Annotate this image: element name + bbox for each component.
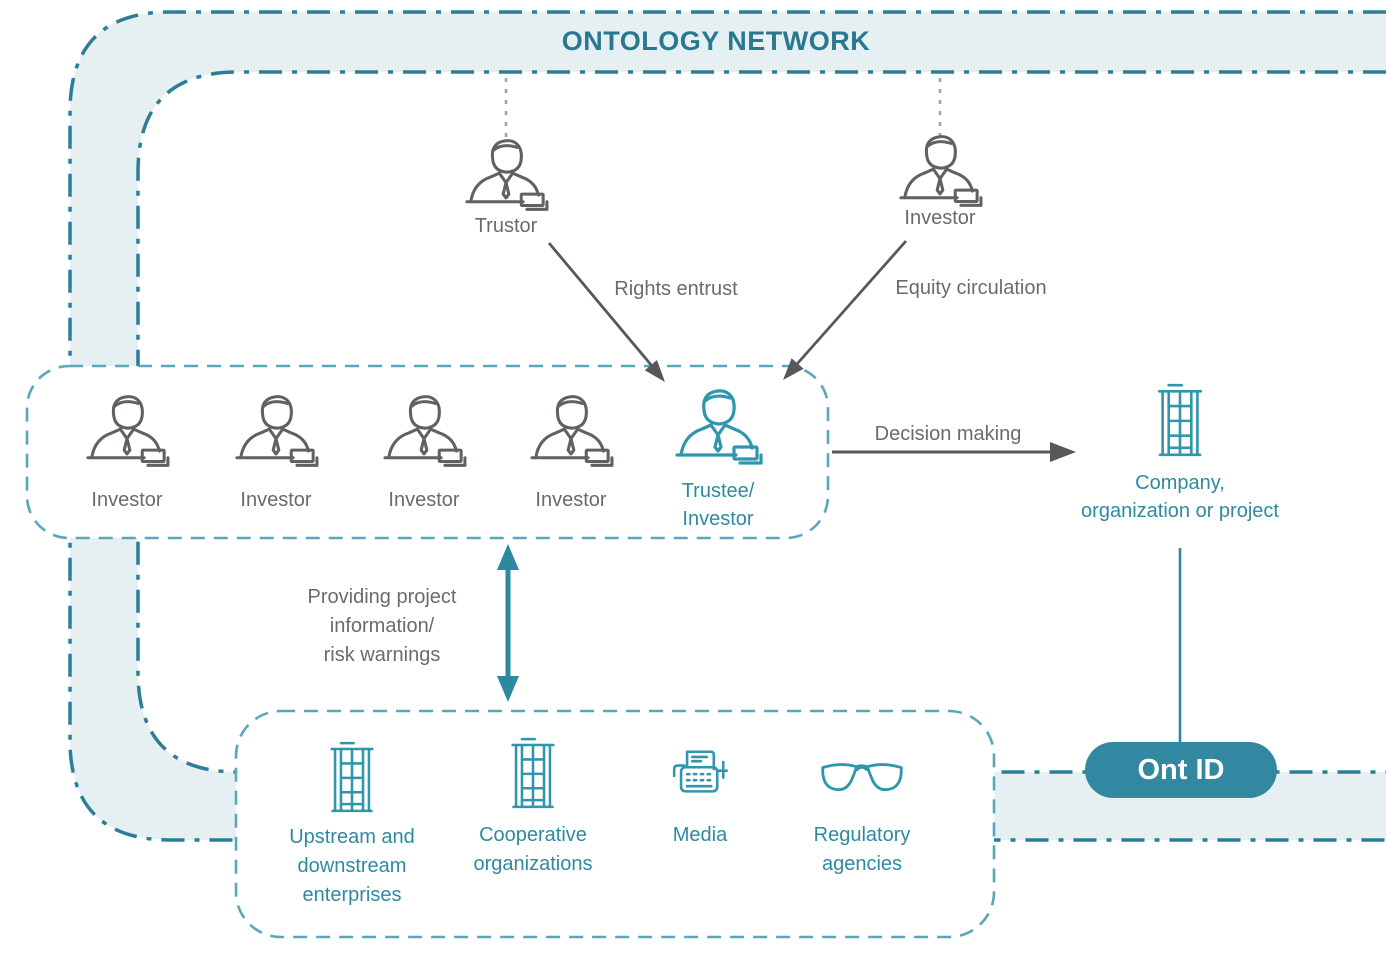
person-icon — [458, 136, 554, 216]
investor-label: Investor — [240, 489, 312, 511]
cooperative-organizations-label: Cooperative organizations — [473, 824, 593, 875]
decision-making-arrow — [832, 442, 1076, 462]
regulatory-agencies-label: Regulatory agencies — [813, 824, 911, 875]
person-icon — [79, 392, 175, 472]
typewriter-icon — [669, 744, 731, 806]
equity-circulation-label: Equity circulation — [895, 277, 1047, 299]
investor-label: Investor — [91, 489, 163, 511]
building-icon — [1149, 380, 1211, 460]
rights-entrust-arrow — [547, 242, 665, 382]
person-icon — [668, 386, 768, 470]
page-title: ONTOLOGY NETWORK — [561, 25, 871, 56]
person-icon — [892, 132, 988, 212]
person-icon — [376, 392, 472, 472]
media-label: Media — [672, 824, 728, 846]
investors-box — [25, 364, 830, 540]
equity-circulation-arrow — [783, 240, 908, 380]
band-inner-line — [136, 70, 1386, 774]
investor-label: Investor — [535, 489, 607, 511]
glasses-icon — [820, 756, 904, 796]
providing-info-double-arrow — [497, 544, 519, 702]
person-icon — [228, 392, 324, 472]
upstream-downstream-label: Upstream and downstream enterprises — [289, 826, 415, 906]
providing-info-label: Providing project information/ risk warn… — [307, 586, 457, 666]
rights-entrust-label: Rights entrust — [614, 278, 738, 300]
decision-making-label: Decision making — [874, 423, 1022, 445]
company-label: Company, organization or project — [1081, 472, 1279, 522]
investor-label: Investor — [388, 489, 460, 511]
investor-top-label: Investor — [904, 207, 976, 229]
person-icon — [523, 392, 619, 472]
trustee-investor-label: Trustee/ Investor — [681, 480, 755, 530]
ont-id-label: Ont ID — [1137, 753, 1225, 786]
building-icon — [502, 734, 564, 812]
building-icon — [321, 738, 383, 816]
ont-id-badge: Ont ID — [1085, 742, 1277, 798]
stakeholders-box — [234, 709, 996, 939]
trustor-label: Trustor — [474, 215, 538, 237]
